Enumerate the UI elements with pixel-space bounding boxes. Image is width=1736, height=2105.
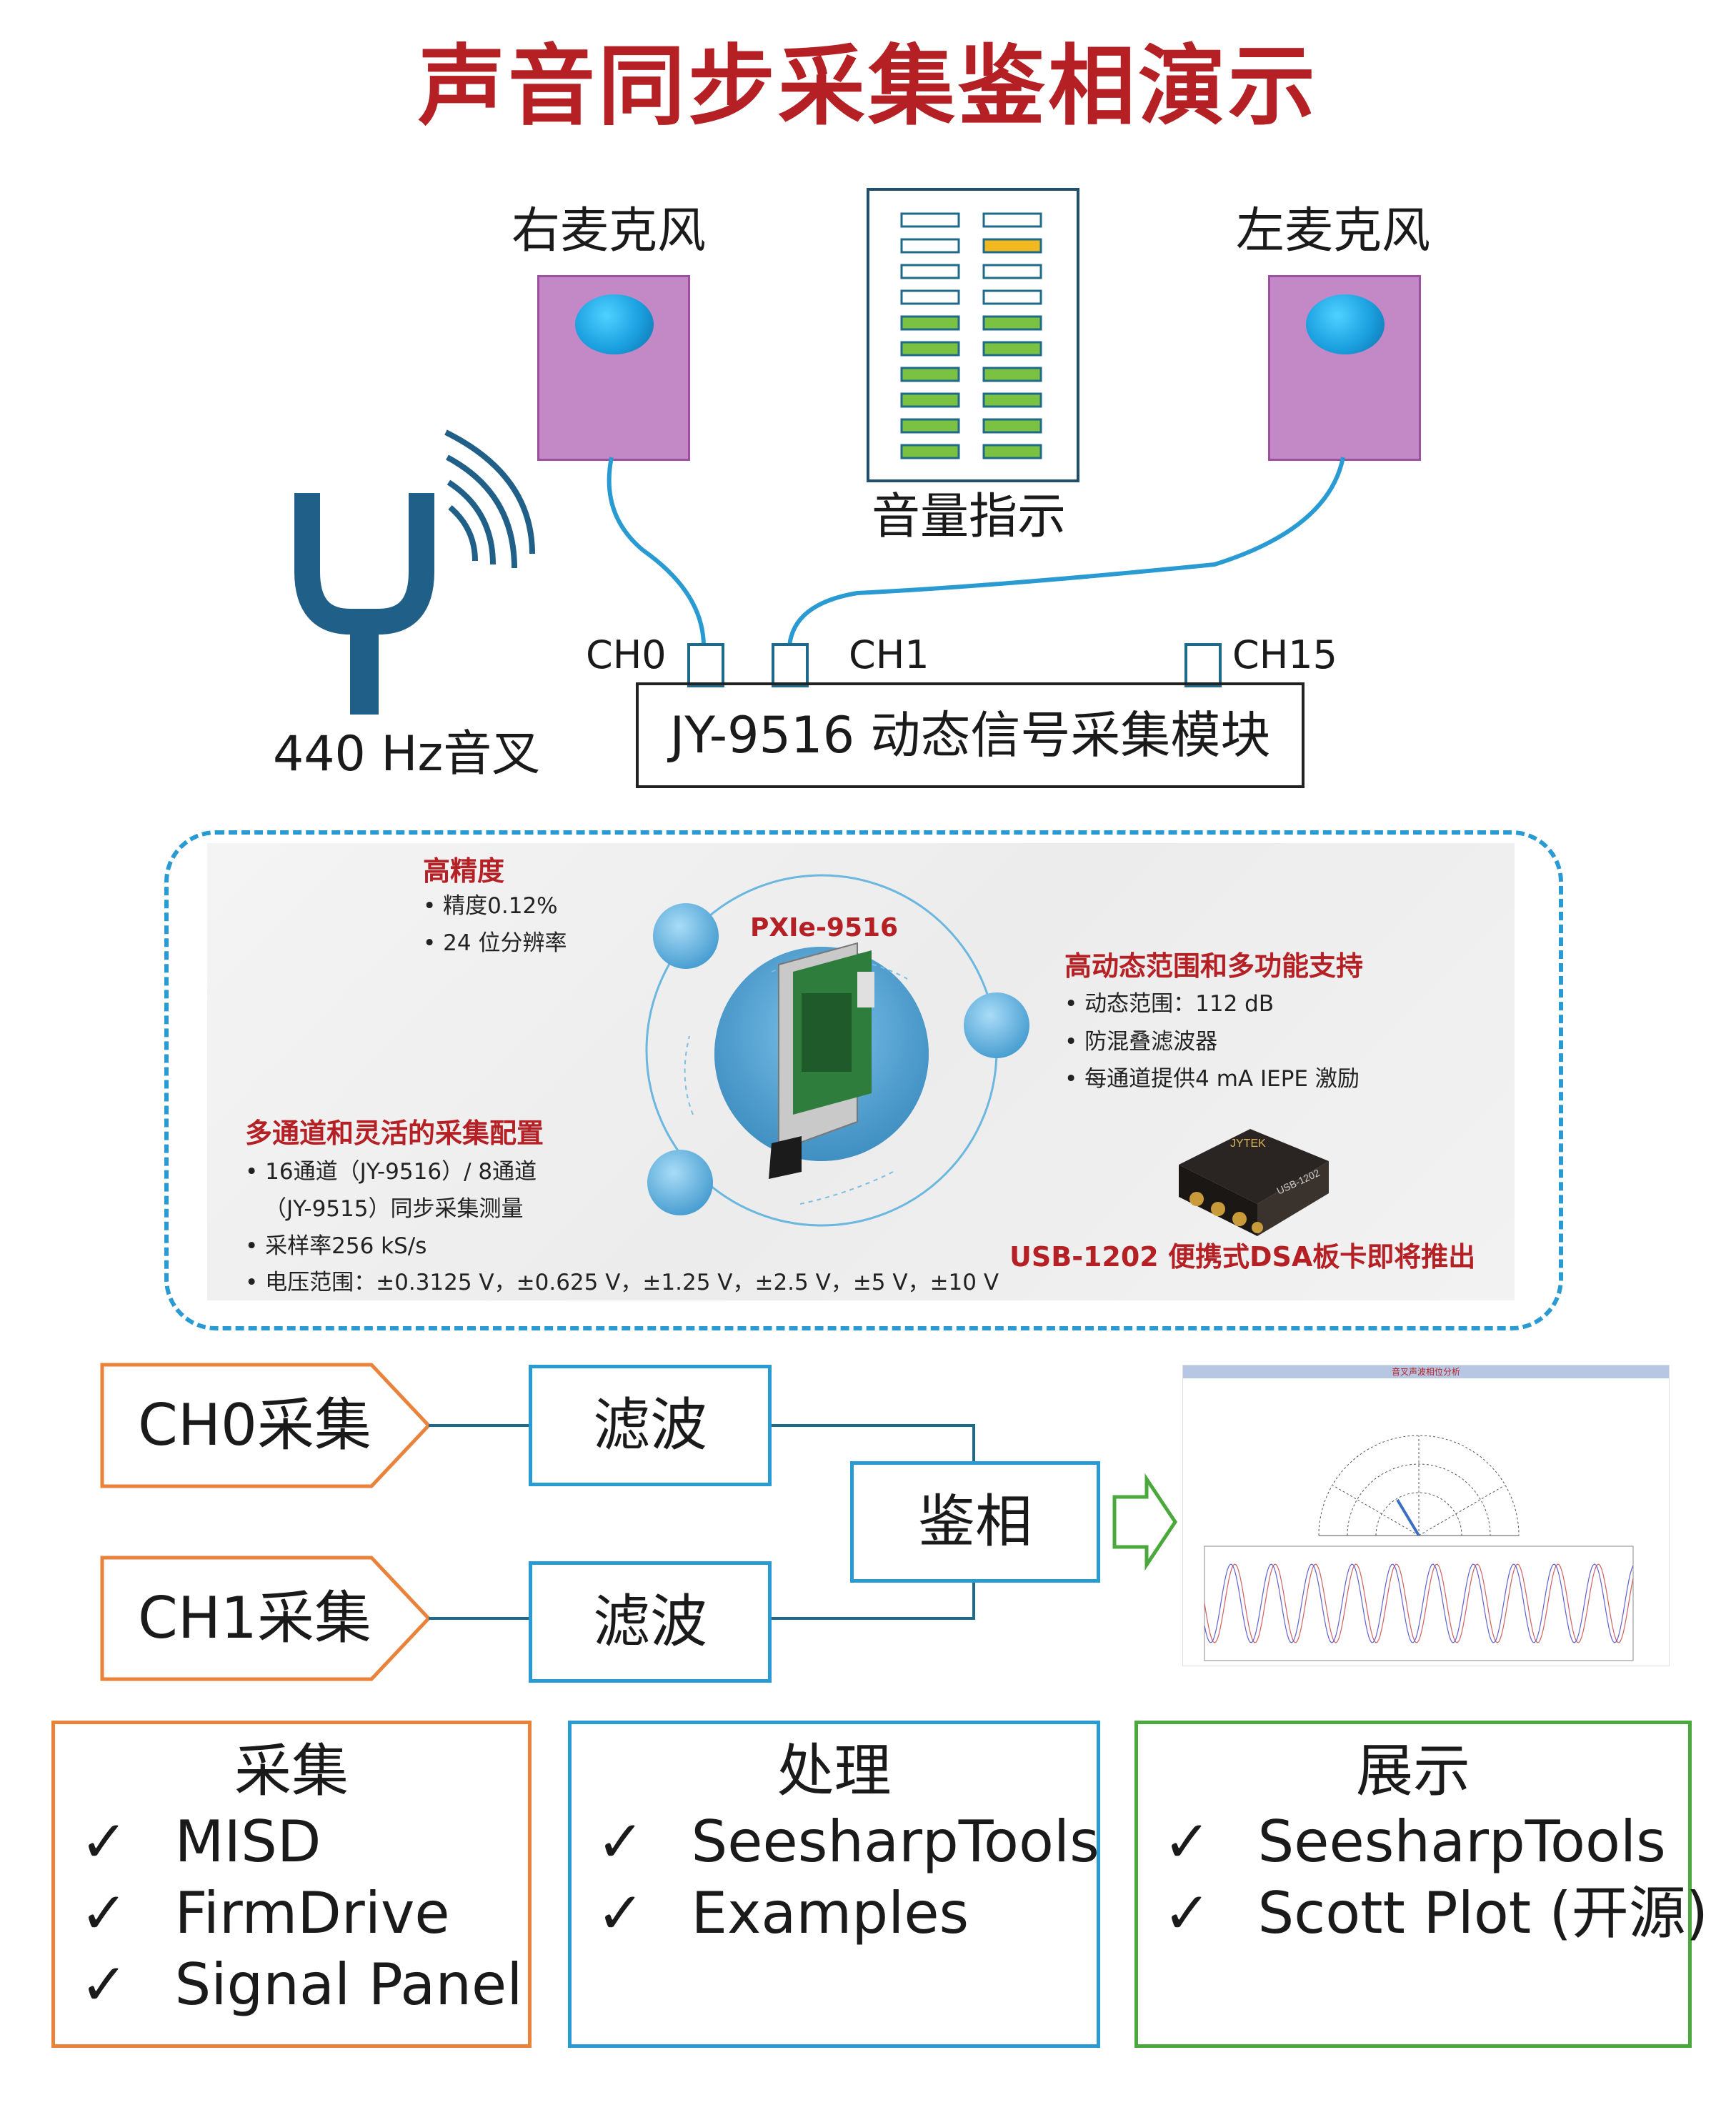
product-orbit — [645, 874, 1029, 1227]
waveform-line — [1204, 1563, 1634, 1643]
filter-step-2: 滤波 — [529, 1561, 772, 1683]
left-mic — [1268, 275, 1421, 461]
waveform-line — [1204, 1563, 1634, 1643]
check-icon: ✓ — [1163, 1808, 1212, 1875]
result-chart: 音叉声波相位分析 — [1182, 1365, 1670, 1666]
meter-bar — [982, 315, 1042, 331]
acquisition-title: 采集 — [234, 1738, 349, 1804]
ch15-label: CH15 — [1232, 632, 1338, 677]
meter-bar — [982, 341, 1042, 357]
phase-analysis-plot — [1204, 1435, 1634, 1661]
right-mic — [537, 275, 690, 461]
dynamic-item: • 防混叠滤波器 — [1064, 1029, 1218, 1055]
page-title: 声音同步采集鉴相演示 — [418, 36, 1318, 137]
usb-1202-device-image: JYTEK USB-1202 — [1179, 1129, 1329, 1236]
high-precision-item: • 24 位分辨率 — [423, 930, 567, 956]
usb-brand: JYTEK — [1230, 1138, 1266, 1150]
mic-sensor-icon — [575, 294, 654, 354]
acquisition-module: JY-9516 动态信号采集模块 — [636, 682, 1305, 788]
meter-bar — [900, 392, 960, 408]
meter-bar — [982, 264, 1042, 279]
high-precision-item: • 精度0.12% — [423, 893, 558, 919]
multichannel-item: （JY-9515）同步采集测量 — [264, 1196, 524, 1222]
product-name: PXIe-9516 — [750, 913, 899, 942]
multichannel-item: • 16通道（JY-9516）/ 8通道 — [245, 1159, 537, 1185]
phase-detection-step: 鉴相 — [850, 1461, 1100, 1583]
usb-promo: USB-1202 便携式DSA板卡即将推出 — [1009, 1241, 1476, 1273]
multichannel-item: • 电压范围：±0.3125 V，±0.625 V，±1.25 V，±2.5 V… — [245, 1270, 999, 1295]
ch0-label: CH0 — [586, 632, 667, 677]
ch1-acquisition-step: CH1采集 — [138, 1585, 371, 1651]
acquisition-column: 采集 ✓ MISD ✓ FirmDrive ✓ Signal Panel — [51, 1721, 532, 2048]
meter-bar — [982, 238, 1042, 254]
meter-bar — [900, 212, 960, 228]
volume-meter-bars — [900, 212, 1042, 459]
meter-bar — [900, 315, 960, 331]
meter-bar — [982, 392, 1042, 408]
meter-bar — [900, 444, 960, 459]
display-title: 展示 — [1356, 1738, 1470, 1804]
acquisition-item: Signal Panel — [174, 1951, 523, 2018]
meter-bar — [982, 367, 1042, 382]
tuning-fork-label: 440 Hz音叉 — [273, 726, 541, 782]
right-mic-label: 右麦克风 — [512, 203, 707, 259]
dynamic-item: • 每通道提供4 mA IEPE 激励 — [1064, 1066, 1360, 1092]
display-column: 展示 ✓ SeesharpTools ✓ Scott Plot (开源) — [1134, 1721, 1708, 2048]
result-chart-title: 音叉声波相位分析 — [1183, 1365, 1669, 1378]
meter-bar — [900, 238, 960, 254]
dynamic-item: • 动态范围：112 dB — [1064, 991, 1274, 1017]
tuning-fork-icon — [294, 429, 535, 715]
meter-bar — [982, 212, 1042, 228]
volume-meter — [867, 188, 1079, 482]
meter-bar — [982, 444, 1042, 459]
left-mic-label: 左麦克风 — [1236, 203, 1431, 259]
processing-item: SeesharpTools — [691, 1808, 1099, 1875]
acquisition-item: FirmDrive — [174, 1880, 450, 1946]
volume-label: 音量指示 — [872, 489, 1067, 545]
dynamic-title: 高动态范围和多功能支持 — [1064, 950, 1364, 982]
check-icon: ✓ — [80, 1880, 129, 1946]
meter-bar — [900, 418, 960, 434]
high-precision-title: 高精度 — [423, 855, 505, 887]
ch0-acquisition-step: CH0采集 — [138, 1392, 371, 1458]
multichannel-item: • 采样率256 kS/s — [245, 1233, 427, 1259]
filter-step-1: 滤波 — [529, 1365, 772, 1486]
mic-sensor-icon — [1306, 294, 1385, 354]
display-item: SeesharpTools — [1257, 1808, 1666, 1875]
multichannel-title: 多通道和灵活的采集配置 — [245, 1118, 544, 1149]
acquisition-item: MISD — [174, 1808, 321, 1875]
processing-column: 处理 ✓ SeesharpTools ✓ Examples — [568, 1721, 1100, 2048]
processing-item: Examples — [691, 1880, 969, 1946]
meter-bar — [900, 367, 960, 382]
ch1-label: CH1 — [849, 632, 929, 677]
check-icon: ✓ — [597, 1880, 645, 1946]
ch1-port — [772, 643, 809, 687]
meter-bar — [900, 341, 960, 357]
meter-bar — [982, 289, 1042, 305]
meter-bar — [982, 418, 1042, 434]
ch15-port — [1184, 643, 1222, 687]
check-icon: ✓ — [80, 1808, 129, 1875]
flow-connectors — [100, 1363, 1178, 1681]
meter-bar — [900, 289, 960, 305]
check-icon: ✓ — [80, 1951, 129, 2018]
check-icon: ✓ — [597, 1808, 645, 1875]
ch0-port — [687, 643, 724, 687]
check-icon: ✓ — [1163, 1880, 1212, 1946]
meter-bar — [900, 264, 960, 279]
feature-panel-border — [164, 830, 1563, 1330]
display-item: Scott Plot (开源) — [1257, 1880, 1708, 1946]
pxie-card-image — [769, 942, 874, 1179]
mic-cables — [607, 457, 1345, 647]
processing-title: 处理 — [777, 1738, 892, 1804]
